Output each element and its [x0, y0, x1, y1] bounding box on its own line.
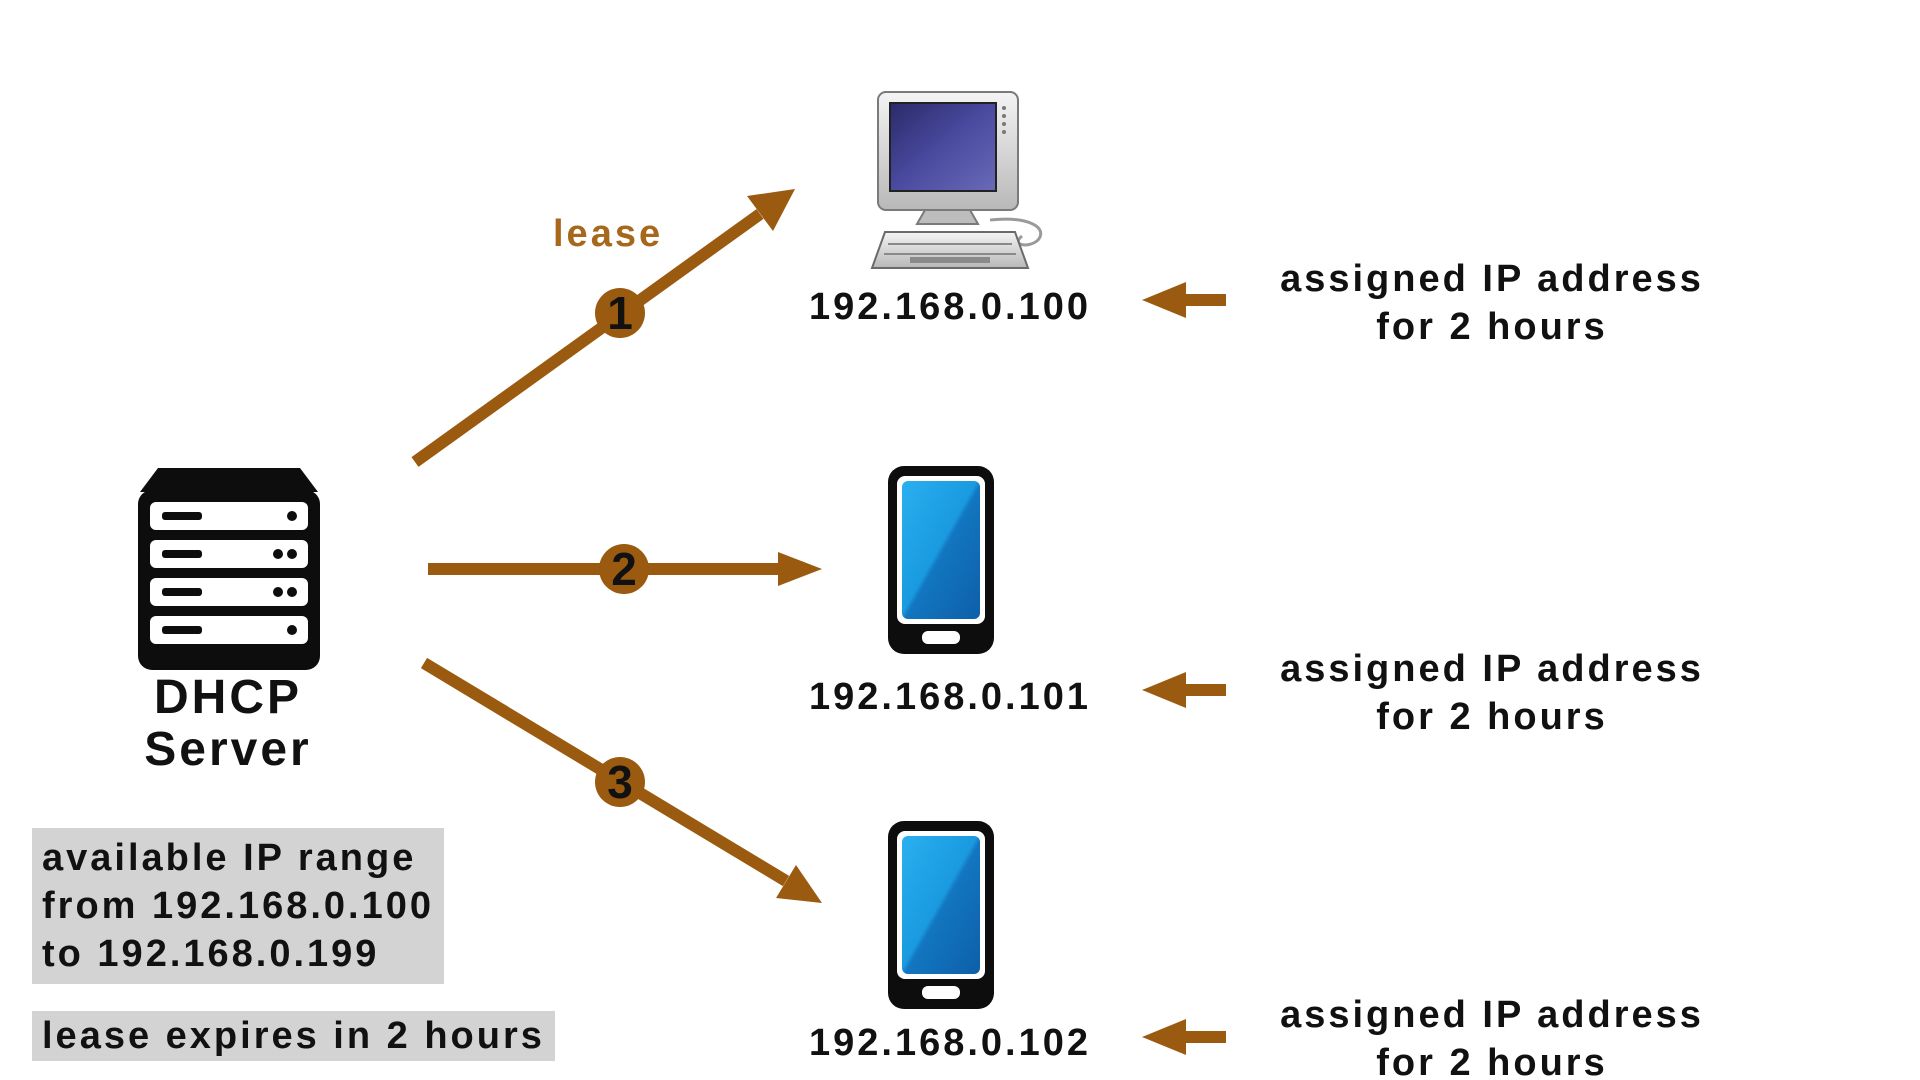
server-label-line1: DHCP: [153, 671, 302, 724]
ip-range-line3: to 192.168.0.199: [42, 933, 380, 975]
step-number-3: 3: [607, 756, 633, 808]
server-rack-icon: [138, 468, 320, 670]
assigned-arrow-3: [1142, 1019, 1226, 1055]
assigned-note-2-line1: assigned IP address: [1280, 648, 1704, 690]
arrow-to-client-1: [411, 189, 795, 467]
assigned-note-1: assigned IP address for 2 hours: [1262, 255, 1722, 351]
client-ip-2: 192.168.0.101: [808, 676, 1091, 718]
assigned-note-1-line1: assigned IP address: [1280, 258, 1704, 300]
assigned-note-2: assigned IP address for 2 hours: [1262, 645, 1722, 741]
lease-label: lease: [553, 213, 664, 255]
step-badge-1: 1: [595, 287, 645, 339]
server-label: DHCP Server: [100, 672, 356, 776]
client-ip-1: 192.168.0.100: [808, 286, 1091, 328]
ip-range-box: available IP range from 192.168.0.100 to…: [32, 828, 445, 984]
desktop-computer-icon: [870, 91, 1043, 269]
assigned-note-1-line2: for 2 hours: [1376, 306, 1608, 348]
assigned-note-3-line1: assigned IP address: [1280, 994, 1704, 1036]
client-ip-3: 192.168.0.102: [808, 1022, 1091, 1064]
ip-range-line2: from 192.168.0.100: [42, 885, 435, 927]
lease-expiry-box: lease expires in 2 hours: [32, 1011, 555, 1061]
assigned-arrow-1: [1142, 282, 1226, 318]
assigned-note-2-line2: for 2 hours: [1376, 696, 1608, 738]
step-number-1: 1: [607, 287, 633, 339]
server-label-line2: Server: [144, 723, 312, 776]
smartphone-icon: [888, 821, 994, 1009]
ip-range-line1: available IP range: [42, 837, 417, 879]
step-badge-3: 3: [595, 756, 645, 808]
assigned-note-3: assigned IP address for 2 hours: [1262, 991, 1722, 1080]
assigned-arrow-2: [1142, 672, 1226, 708]
step-number-2: 2: [611, 543, 637, 595]
step-badge-2: 2: [599, 543, 649, 595]
assigned-note-3-line2: for 2 hours: [1376, 1042, 1608, 1080]
smartphone-icon: [888, 466, 994, 654]
